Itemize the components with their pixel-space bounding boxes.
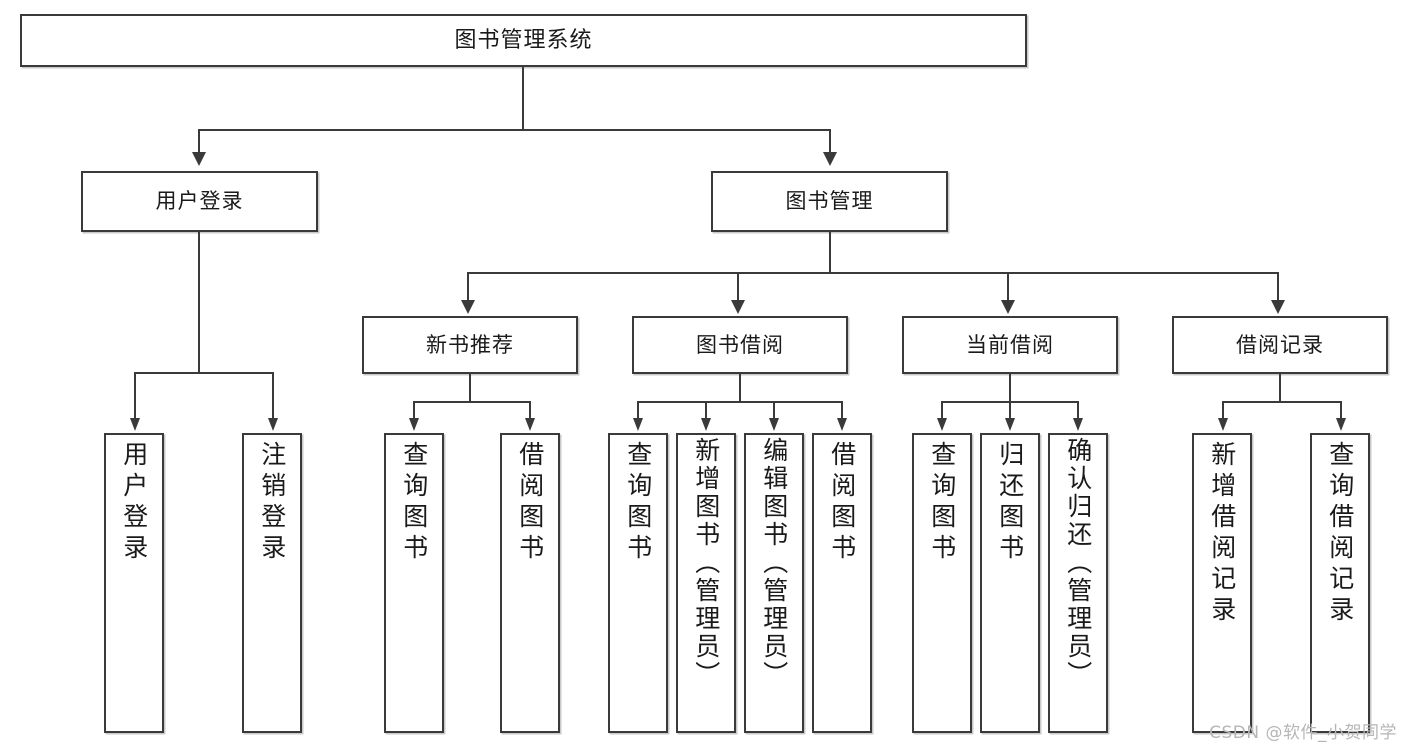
node-label: 查询图书 <box>927 441 957 565</box>
connector-new-book-recommend-bus <box>413 401 529 403</box>
node-label: 图书管理系统 <box>454 27 593 53</box>
arrowhead-cb-leaf-3 <box>1073 418 1083 431</box>
arrowhead-bb-leaf-3 <box>769 418 779 431</box>
arrowhead-bb-leaf-1 <box>633 418 643 431</box>
connector-user-login-bus <box>134 372 272 374</box>
connector-to-new-book-recommend <box>467 272 469 302</box>
node-label: 借阅记录 <box>1236 332 1324 357</box>
connector-level3-bus <box>467 272 1279 274</box>
leaf-bb-query-book[interactable]: 查询图书 <box>608 433 668 733</box>
node-root-book-management-system[interactable]: 图书管理系统 <box>20 14 1027 67</box>
leaf-user-login-login[interactable]: 用户登录 <box>104 433 164 733</box>
connector-current-borrow-stem <box>1009 374 1011 402</box>
connector-cb-leaf-2 <box>1009 401 1011 420</box>
leaf-nbr-borrow-book[interactable]: 借阅图书 <box>500 433 560 733</box>
arrowhead-nbr-leaf-1 <box>409 418 419 431</box>
arrowhead-br-leaf-1 <box>1218 418 1228 431</box>
leaf-br-query-record[interactable]: 查询借阅记录 <box>1310 433 1370 733</box>
leaf-nbr-query-book[interactable]: 查询图书 <box>384 433 444 733</box>
node-label: 用户登录 <box>155 189 244 213</box>
arrowhead-bb-leaf-2 <box>701 418 711 431</box>
node-label: 新增图书（管理员） <box>691 437 721 689</box>
connector-bb-leaf-4 <box>841 401 843 420</box>
arrowhead-book-borrow <box>731 300 745 314</box>
leaf-br-add-record[interactable]: 新增借阅记录 <box>1192 433 1252 733</box>
node-book-borrow[interactable]: 图书借阅 <box>632 316 848 374</box>
connector-user-login-to-leaf-1 <box>134 372 136 420</box>
connector-book-management-stem <box>829 232 831 273</box>
arrowhead-bb-leaf-4 <box>837 418 847 431</box>
arrowhead-new-book-recommend <box>461 300 475 314</box>
connector-root-bus <box>198 129 830 131</box>
connector-nbr-leaf-1 <box>413 401 415 420</box>
arrowhead-cb-leaf-2 <box>1005 418 1015 431</box>
leaf-bb-edit-book-admin[interactable]: 编辑图书（管理员） <box>744 433 804 733</box>
node-label: 查询图书 <box>399 441 429 565</box>
connector-user-login-stem <box>198 232 200 373</box>
connector-cb-leaf-1 <box>941 401 943 420</box>
node-label: 借阅图书 <box>827 441 857 565</box>
node-label: 查询借阅记录 <box>1325 441 1355 627</box>
connector-new-book-recommend-stem <box>469 374 471 402</box>
arrowhead-nbr-leaf-2 <box>525 418 535 431</box>
node-label: 编辑图书（管理员） <box>759 437 789 689</box>
arrowhead-book-management <box>823 152 837 166</box>
connector-root-to-user-login <box>198 129 200 154</box>
connector-borrow-record-bus <box>1222 401 1340 403</box>
node-user-login[interactable]: 用户登录 <box>81 171 318 232</box>
csdn-watermark: CSDN @软件_小贺同学 <box>1209 723 1397 743</box>
connector-nbr-leaf-2 <box>529 401 531 420</box>
connector-to-book-borrow <box>737 272 739 302</box>
node-new-book-recommend[interactable]: 新书推荐 <box>362 316 578 374</box>
leaf-bb-add-book-admin[interactable]: 新增图书（管理员） <box>676 433 736 733</box>
node-label: 用户登录 <box>119 441 149 565</box>
connector-book-borrow-bus <box>637 401 841 403</box>
leaf-cb-return-book[interactable]: 归还图书 <box>980 433 1040 733</box>
node-current-borrow[interactable]: 当前借阅 <box>902 316 1118 374</box>
arrowhead-current-borrow <box>1001 300 1015 314</box>
leaf-cb-query-book[interactable]: 查询图书 <box>912 433 972 733</box>
arrowhead-user-login-leaf-2 <box>268 418 278 431</box>
connector-root-stem <box>522 67 524 130</box>
connector-user-login-to-leaf-2 <box>272 372 274 420</box>
node-label: 当前借阅 <box>966 332 1054 357</box>
arrowhead-br-leaf-2 <box>1336 418 1346 431</box>
connector-to-borrow-record <box>1277 272 1279 302</box>
node-label: 新增借阅记录 <box>1207 441 1237 627</box>
leaf-user-login-logout[interactable]: 注销登录 <box>242 433 302 733</box>
connector-bb-leaf-2 <box>705 401 707 420</box>
node-borrow-record[interactable]: 借阅记录 <box>1172 316 1388 374</box>
node-label: 借阅图书 <box>515 441 545 565</box>
arrowhead-cb-leaf-1 <box>937 418 947 431</box>
connector-root-to-book-management <box>829 129 831 154</box>
connector-borrow-record-stem <box>1279 374 1281 402</box>
node-label: 图书管理 <box>785 189 874 213</box>
arrowhead-user-login-leaf-1 <box>130 418 140 431</box>
connector-to-current-borrow <box>1007 272 1009 302</box>
connector-br-leaf-1 <box>1222 401 1224 420</box>
connector-bb-leaf-1 <box>637 401 639 420</box>
leaf-cb-confirm-return-admin[interactable]: 确认归还（管理员） <box>1048 433 1108 733</box>
connector-book-borrow-stem <box>739 374 741 402</box>
node-label: 归还图书 <box>995 441 1025 565</box>
leaf-bb-borrow-book[interactable]: 借阅图书 <box>812 433 872 733</box>
node-label: 查询图书 <box>623 441 653 565</box>
node-label: 注销登录 <box>257 441 287 565</box>
node-label: 确认归还（管理员） <box>1063 437 1093 689</box>
node-label: 图书借阅 <box>696 332 784 357</box>
connector-cb-leaf-3 <box>1077 401 1079 420</box>
connector-br-leaf-2 <box>1340 401 1342 420</box>
arrowhead-user-login <box>192 152 206 166</box>
connector-bb-leaf-3 <box>773 401 775 420</box>
node-label: 新书推荐 <box>426 332 514 357</box>
node-book-management[interactable]: 图书管理 <box>711 171 948 232</box>
arrowhead-borrow-record <box>1271 300 1285 314</box>
